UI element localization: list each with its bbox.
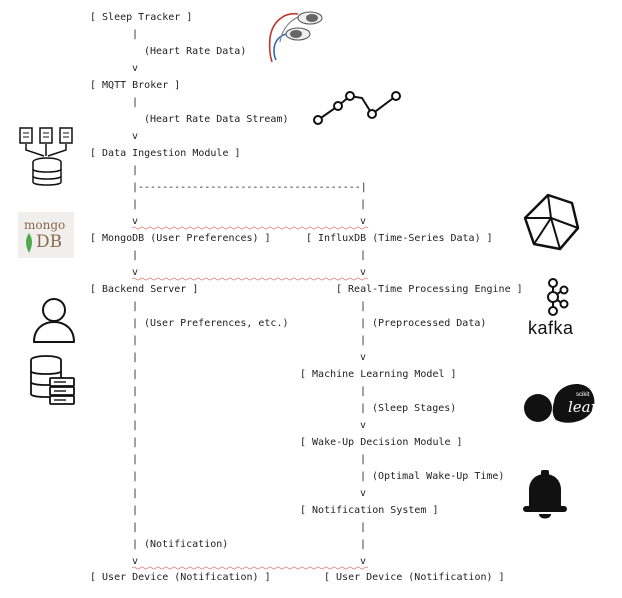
node-wakeup-decision: [ Wake-Up Decision Module ] bbox=[300, 437, 463, 448]
connector-pipe: | bbox=[132, 250, 139, 261]
node-data-ingestion: [ Data Ingestion Module ] bbox=[90, 148, 241, 159]
connector-pipe: | bbox=[360, 386, 367, 397]
edge-label-optimal-wakeup: (Optimal Wake-Up Time) bbox=[372, 471, 505, 482]
node-mqtt-broker: [ MQTT Broker ] bbox=[90, 80, 181, 91]
edge-label-user-preferences: (User Preferences, etc.) bbox=[144, 318, 289, 329]
connector-arrow: v bbox=[360, 267, 367, 278]
connector-arrow: v bbox=[132, 556, 139, 567]
connector-arrow: v bbox=[360, 556, 367, 567]
node-mongodb: [ MongoDB (User Preferences) ] bbox=[90, 233, 271, 244]
connector-pipe: | bbox=[360, 403, 367, 414]
node-notification-system: [ Notification System ] bbox=[300, 505, 439, 516]
influxdb-logo bbox=[523, 193, 580, 251]
node-sleep-tracker: [ Sleep Tracker ] bbox=[90, 12, 193, 23]
connector-pipe: | bbox=[132, 318, 139, 329]
connector-arrow: v bbox=[360, 216, 367, 227]
db-wordmark: DB bbox=[36, 232, 63, 252]
connector-pipe: | bbox=[132, 403, 139, 414]
node-user-device-left: [ User Device (Notification) ] bbox=[90, 572, 271, 583]
connector-pipe: | bbox=[360, 471, 367, 482]
connector-pipe: | bbox=[360, 318, 367, 329]
node-realtime-engine: [ Real-Time Processing Engine ] bbox=[336, 284, 523, 295]
mongo-wordmark: mongo bbox=[24, 218, 66, 232]
squiggle-underline bbox=[132, 226, 368, 230]
connector-pipe: | bbox=[132, 539, 139, 550]
connector-pipe: | bbox=[132, 488, 139, 499]
edge-label-heart-rate-stream: (Heart Rate Data Stream) bbox=[144, 114, 289, 125]
connector-pipe: | bbox=[132, 29, 139, 40]
scikit-learn-blobs-icon bbox=[524, 384, 595, 423]
connector-split: |-------------------------------------| bbox=[132, 182, 367, 193]
connector-pipe: | bbox=[132, 505, 139, 516]
squiggle-underline bbox=[132, 566, 368, 570]
connector-pipe: | bbox=[360, 539, 367, 550]
connector-pipe: | bbox=[360, 522, 367, 533]
user-icon bbox=[33, 298, 75, 343]
connector-pipe: | bbox=[360, 250, 367, 261]
earbuds-sensor-icon bbox=[268, 11, 323, 63]
scikit-learn-logo: scikit learn bbox=[520, 378, 608, 428]
learn-wordmark: learn bbox=[568, 398, 608, 416]
connector-pipe: | bbox=[132, 352, 139, 363]
connector-pipe: | bbox=[360, 335, 367, 346]
kafka-logo: kafka bbox=[526, 278, 588, 340]
connector-pipe: | bbox=[132, 165, 139, 176]
database-server-icon bbox=[30, 355, 75, 405]
connector-arrow: v bbox=[132, 216, 139, 227]
mongodb-logo: mongo DB bbox=[18, 212, 74, 258]
node-backend-server: [ Backend Server ] bbox=[90, 284, 199, 295]
connector-pipe: | bbox=[132, 386, 139, 397]
waveform-line-icon bbox=[313, 91, 401, 125]
edge-label-notification: (Notification) bbox=[144, 539, 229, 550]
kafka-wordmark: kafka bbox=[528, 318, 574, 338]
connector-arrow: v bbox=[360, 420, 367, 431]
connector-pipe: | bbox=[132, 522, 139, 533]
connector-pipe: | bbox=[132, 437, 139, 448]
connector-pipe: | bbox=[132, 301, 139, 312]
connector-arrow: v bbox=[132, 63, 139, 74]
edge-label-heart-rate-data: (Heart Rate Data) bbox=[144, 46, 247, 57]
squiggle-underline bbox=[132, 277, 368, 281]
connector-arrow: v bbox=[132, 267, 139, 278]
connector-arrow: v bbox=[360, 488, 367, 499]
kafka-nodes-icon bbox=[547, 278, 569, 316]
edge-label-preprocessed-data: (Preprocessed Data) bbox=[372, 318, 487, 329]
connector-pipe: | bbox=[132, 420, 139, 431]
connector-pipe: | bbox=[360, 301, 367, 312]
connector-pipe: | bbox=[132, 471, 139, 482]
documents-to-database-icon bbox=[19, 127, 73, 186]
connector-pipe: | bbox=[360, 454, 367, 465]
mongodb-leaf-icon bbox=[26, 233, 32, 253]
node-ml-model: [ Machine Learning Model ] bbox=[300, 369, 457, 380]
connector-arrow: v bbox=[132, 131, 139, 142]
connector-arrow: v bbox=[360, 352, 367, 363]
node-user-device-right: [ User Device (Notification) ] bbox=[324, 572, 505, 583]
connector-pipe: | bbox=[132, 335, 139, 346]
connector-pipe: | bbox=[132, 454, 139, 465]
scikit-wordmark: scikit bbox=[576, 392, 590, 398]
connector-pipe: | bbox=[132, 369, 139, 380]
edge-label-sleep-stages: (Sleep Stages) bbox=[372, 403, 457, 414]
node-influxdb: [ InfluxDB (Time-Series Data) ] bbox=[306, 233, 493, 244]
connector-pipe: | bbox=[360, 199, 367, 210]
bell-icon bbox=[523, 470, 567, 519]
connector-pipe: | bbox=[132, 97, 139, 108]
connector-pipe: | bbox=[132, 199, 139, 210]
